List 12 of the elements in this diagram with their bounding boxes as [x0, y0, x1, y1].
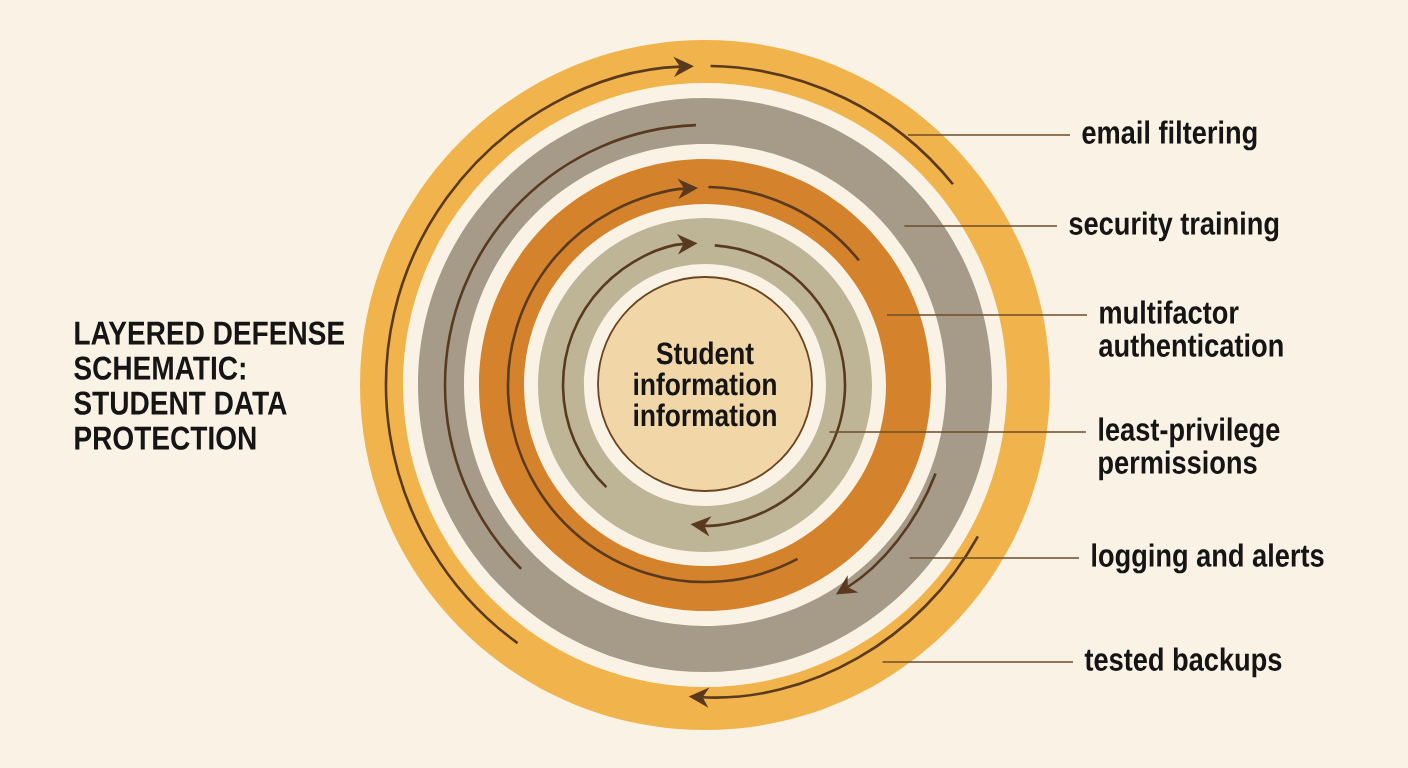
leader-line: [881, 661, 1074, 663]
layer-label: logging and alerts: [1092, 543, 1324, 574]
layer-label: least-privilege permissions: [1099, 417, 1280, 481]
layer-label: multifactor authentication: [1099, 300, 1283, 357]
layer-label: tested backups: [1084, 647, 1282, 678]
title: LAYERED DEFENSE SCHEMATIC: STUDENT DATA PROTECTION: [74, 321, 344, 450]
leader-line: [908, 557, 1080, 559]
leader-line: [828, 431, 1087, 433]
layer-label: email filtering: [1082, 120, 1257, 151]
leader-line: [907, 134, 1071, 136]
leader-line: [886, 314, 1088, 316]
layer-label: security training: [1069, 211, 1279, 242]
